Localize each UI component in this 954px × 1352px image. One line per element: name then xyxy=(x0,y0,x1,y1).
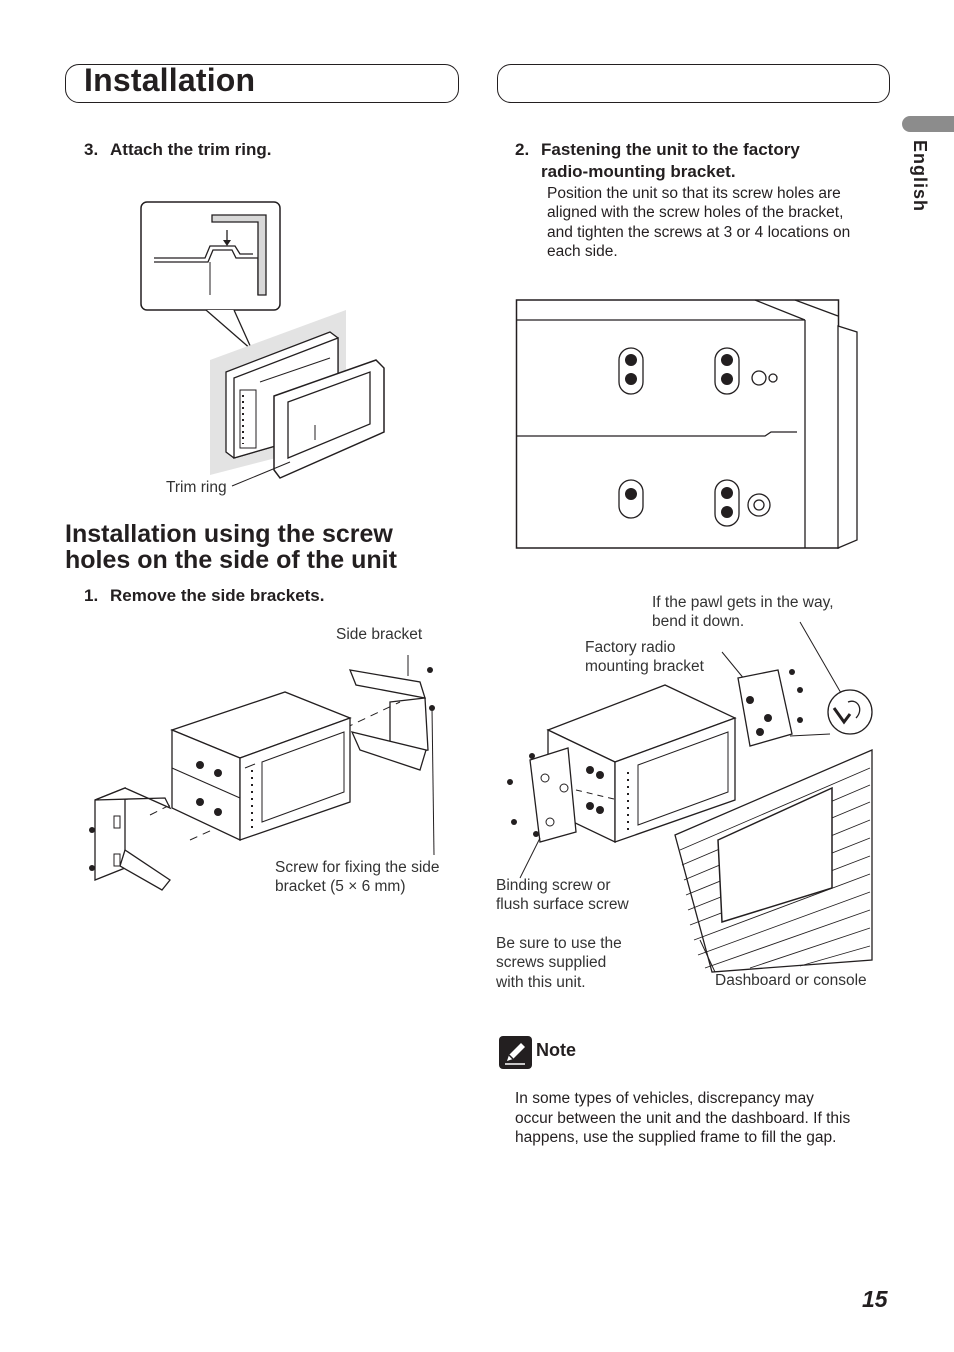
supplied-screws-line2: screws supplied xyxy=(496,954,607,971)
supplied-screws-line3: with this unit. xyxy=(496,974,586,991)
unit-side-view xyxy=(515,299,858,549)
dashboard-label: Dashboard or console xyxy=(715,972,867,989)
screw-label-line2: bracket (5 × 6 mm) xyxy=(275,878,406,895)
supplied-screws-line1: Be sure to use the xyxy=(496,935,622,952)
section-heading-line2: holes on the side of the unit xyxy=(65,546,397,574)
page-title: Installation xyxy=(84,62,256,98)
language-tab xyxy=(902,116,954,132)
step-2-desc-line3: and tighten the screws at 3 or 4 locatio… xyxy=(547,224,851,241)
title-box-right xyxy=(497,64,890,103)
step-1-heading: 1.Remove the side brackets. xyxy=(84,586,325,605)
side-bracket-illustration xyxy=(89,655,435,891)
page-number: 15 xyxy=(862,1286,888,1312)
factory-bracket-label-line1: Factory radio xyxy=(585,639,676,656)
language-label: English xyxy=(910,140,930,213)
binding-screw-label-line2: flush surface screw xyxy=(496,896,629,913)
section-heading-line1: Installation using the screw xyxy=(65,520,393,548)
note-line3: happens, use the supplied frame to fill … xyxy=(515,1129,837,1146)
step-3-heading: 3.Attach the trim ring. xyxy=(84,140,272,159)
step-2-desc-line4: each side. xyxy=(547,243,618,260)
note-line2: occur between the unit and the dashboard… xyxy=(515,1110,851,1127)
binding-screw-label-line1: Binding screw or xyxy=(496,877,611,894)
side-bracket-label: Side bracket xyxy=(336,626,423,643)
step-2-heading-line2: radio-mounting bracket. xyxy=(541,162,736,181)
note-line1: In some types of vehicles, discrepancy m… xyxy=(515,1090,814,1107)
step-2-heading-line1: 2.Fastening the unit to the factory xyxy=(515,140,800,159)
title-box-left xyxy=(65,64,459,103)
pawl-label-line1: If the pawl gets in the way, xyxy=(652,594,834,611)
pawl-label-line2: bend it down. xyxy=(652,613,745,630)
factory-bracket-label-line2: mounting bracket xyxy=(585,658,704,675)
trim-ring-label: Trim ring xyxy=(166,479,227,496)
factory-bracket-illustration xyxy=(507,621,873,973)
step-2-desc-line1: Position the unit so that its screw hole… xyxy=(547,185,841,202)
note-icon xyxy=(499,1036,532,1069)
trim-ring-illustration xyxy=(140,201,385,487)
screw-label-line1: Screw for fixing the side xyxy=(275,859,440,876)
step-2-desc-line2: aligned with the screw holes of the brac… xyxy=(547,204,844,221)
note-heading: Note xyxy=(536,1040,576,1060)
